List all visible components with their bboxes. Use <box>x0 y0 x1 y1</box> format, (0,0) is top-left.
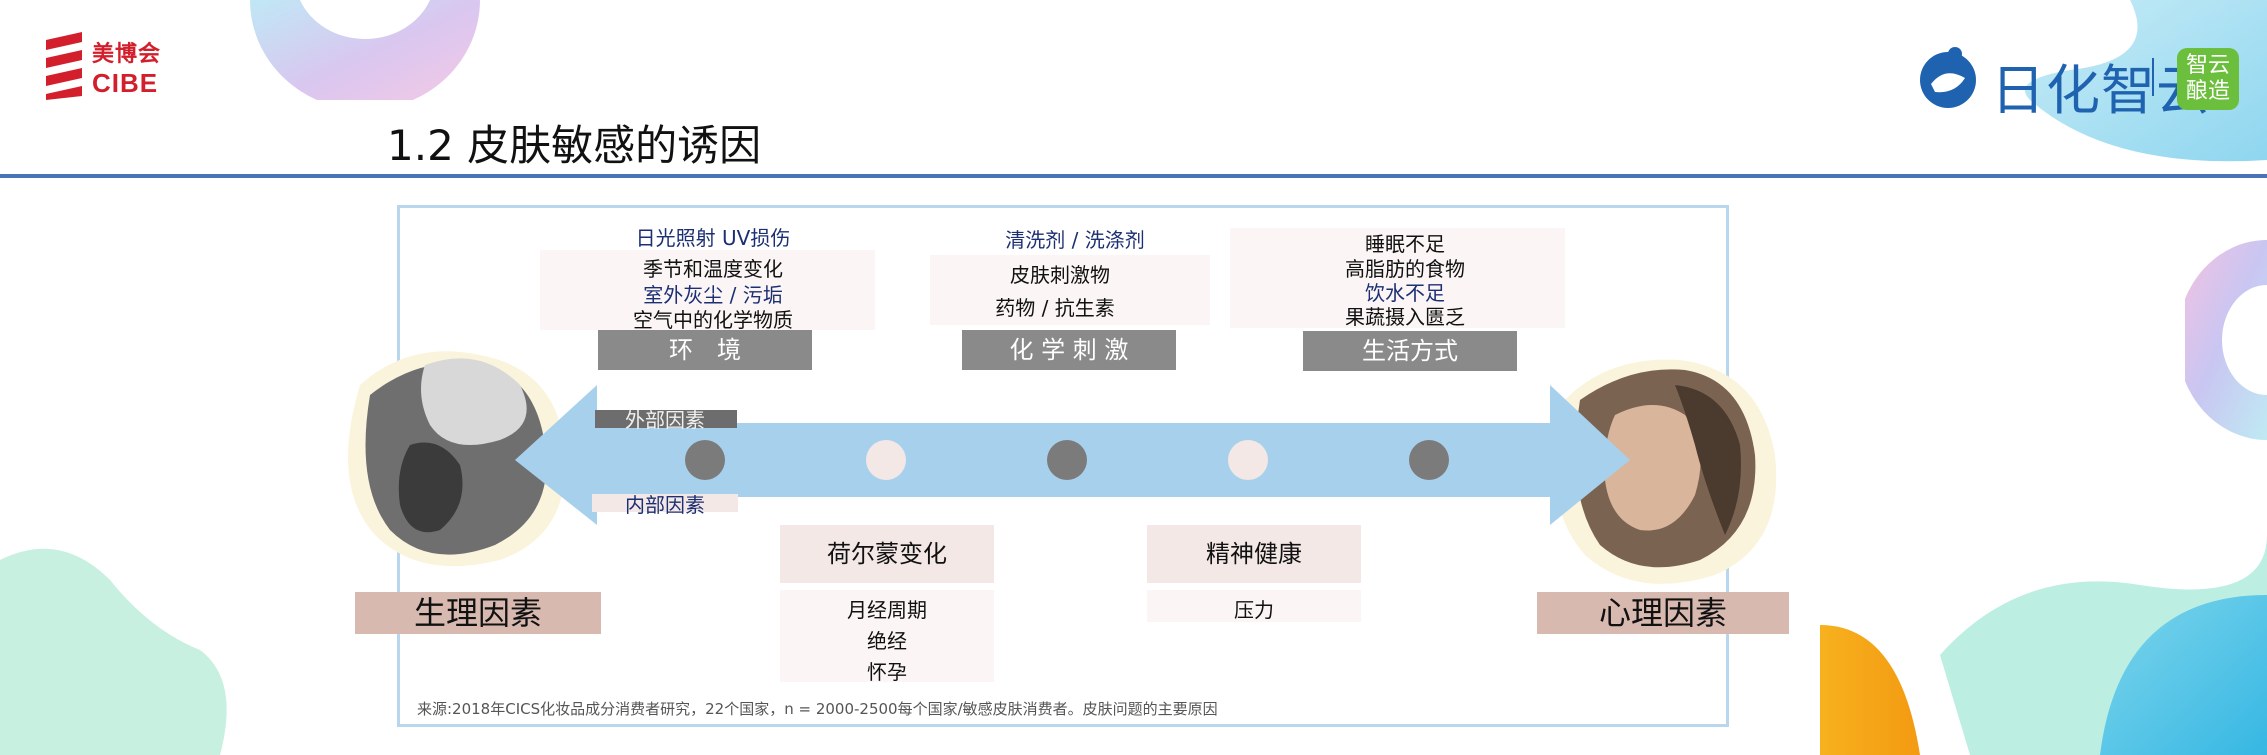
cibe-logo: 美博会 CIBE <box>42 32 172 104</box>
cibe-mark-icon <box>46 32 82 100</box>
environment-bg <box>540 250 875 330</box>
external-label-bg <box>595 410 737 428</box>
timeline-dot-5 <box>1409 440 1449 480</box>
decorative-ring-right <box>2185 240 2267 440</box>
hormone-line-2: 绝经 <box>867 629 907 653</box>
cibe-chinese-name: 美博会 <box>92 42 162 67</box>
environment-line-4: 空气中的化学物质 <box>633 308 793 332</box>
environment-line-1: 日光照射 UV损伤 <box>635 226 791 250</box>
timeline-dot-1 <box>685 440 725 480</box>
zhiyun-badge: 智云 酿造 <box>2177 48 2239 110</box>
rizhi-swirl-icon <box>1920 47 1976 108</box>
external-factors-label: 外部因素 <box>625 408 705 432</box>
lifestyle-line-4: 果蔬摄入匮乏 <box>1345 305 1465 329</box>
mental-health-label: 精神健康 <box>1147 525 1361 583</box>
lifestyle-line-2: 高脂肪的食物 <box>1345 257 1465 281</box>
rizhi-brand-text: 日化智云 <box>1991 59 2211 122</box>
zhiyun-badge-line-1: 智云 <box>2185 53 2230 78</box>
hormone-label: 荷尔蒙变化 <box>780 525 994 583</box>
environment-label: 环 境 <box>598 330 812 370</box>
decorative-blob-bottom-left <box>0 548 227 755</box>
zhiyun-badge-line-2: 酿造 <box>2185 79 2230 104</box>
chemical-line-1: 清洗剂 / 洗涤剂 <box>1005 228 1145 252</box>
decorative-blob-bottom-right <box>1820 535 2267 755</box>
mental-line-1: 压力 <box>1234 598 1274 622</box>
hormone-lines-bg <box>780 590 994 682</box>
logo-separator <box>2152 58 2154 96</box>
chemical-line-2: 皮肤刺激物 <box>1010 263 1110 287</box>
timeline-dot-2 <box>866 440 906 480</box>
timeline-dot-3 <box>1047 440 1087 480</box>
mental-lines-bg <box>1147 590 1361 622</box>
environment-line-2: 季节和温度变化 <box>643 257 783 281</box>
chemical-bg <box>930 255 1210 325</box>
lifestyle-bg <box>1230 228 1565 328</box>
psychological-factors-label: 心理因素 <box>1537 592 1789 634</box>
source-note: 来源:2018年CICS化妆品成分消费者研究，22个国家，n = 2000-25… <box>417 700 1218 718</box>
timeline-dot-4 <box>1228 440 1268 480</box>
internal-factors-label: 内部因素 <box>625 493 705 517</box>
cibe-english-name: CIBE <box>92 68 159 98</box>
internal-label-bg <box>592 494 738 512</box>
hormone-line-1: 月经周期 <box>847 598 927 622</box>
lifestyle-line-3: 饮水不足 <box>1365 281 1445 305</box>
rizhi-zhiyun-logo: 日化智云 智云 酿造 <box>1915 44 2245 122</box>
lifestyle-label: 生活方式 <box>1303 331 1517 371</box>
decorative-ring-top <box>250 0 480 100</box>
lifestyle-line-1: 睡眠不足 <box>1365 232 1445 256</box>
hormone-line-3: 怀孕 <box>867 660 907 684</box>
environment-line-3: 室外灰尘 / 污垢 <box>643 283 783 307</box>
physiological-factors-label: 生理因素 <box>355 592 601 634</box>
header-divider <box>0 174 2267 178</box>
chemical-line-3: 药物 / 抗生素 <box>995 296 1115 320</box>
chemical-label: 化 学 刺 激 <box>962 330 1176 370</box>
page-title: 1.2 皮肤敏感的诱因 <box>387 121 762 170</box>
